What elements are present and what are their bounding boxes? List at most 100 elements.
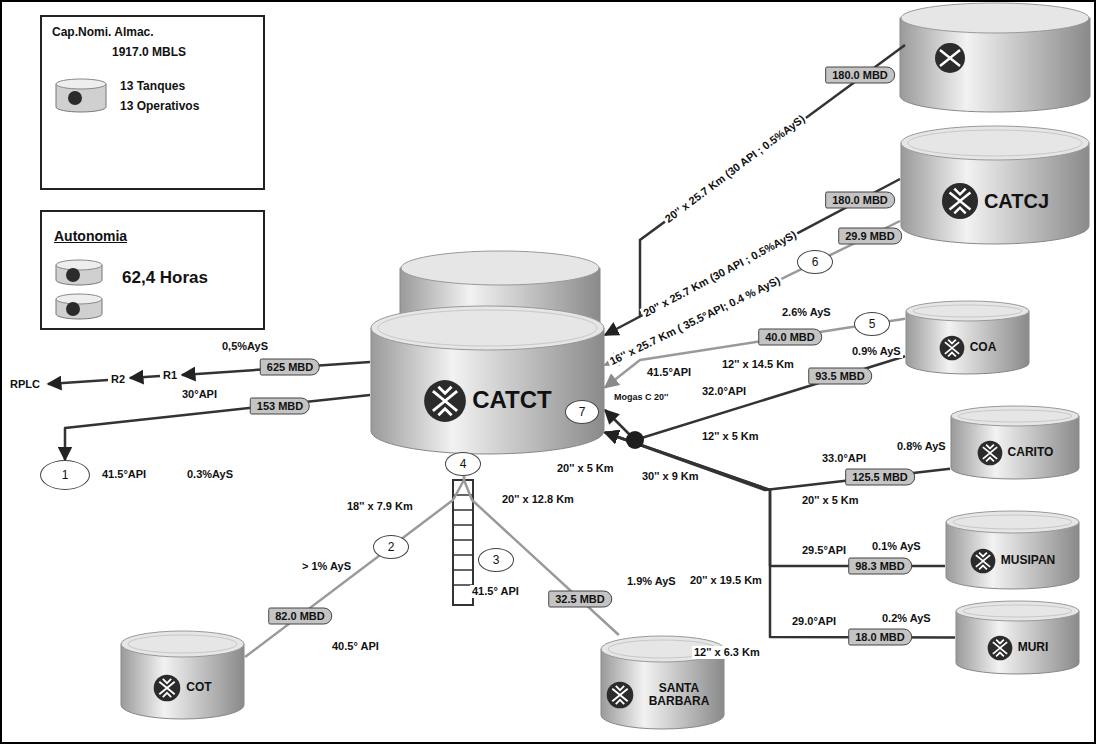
pipeline-note: 33.0°API: [820, 452, 868, 465]
pipeline-note: 32.0°API: [700, 385, 748, 398]
tank-icon-holder: [54, 77, 108, 117]
pipeline-note: 12'' x 6.3 Km: [692, 646, 762, 659]
box-heading: Cap.Nomi. Almac.: [52, 25, 154, 39]
pipeline-note: 20'' x 25.7 Km (30 API ; 0.5%AyS): [661, 111, 809, 227]
company-logo: [987, 635, 1013, 661]
tank-name: COA: [970, 341, 997, 354]
info-box: Cap.Nomi. Almac.1917.0 MBLS13 Tanques13 …: [40, 15, 265, 190]
junction-dot: [626, 431, 644, 449]
tank-name: CATCT: [472, 387, 552, 413]
callout-number: 1: [40, 460, 90, 490]
pipeline-note: 20'' x 19.5 Km: [688, 574, 764, 587]
callout-text: 6: [812, 255, 819, 269]
pipeline-connector: [605, 179, 900, 335]
pipeline-note: 41.5°API: [645, 366, 693, 379]
pipeline-note: 0.8% AyS: [895, 440, 948, 453]
flow-rate: 125.5 MBD: [845, 469, 915, 486]
flow-rate: 32.5 MBD: [548, 591, 612, 608]
box-text: 62,4 Horas: [122, 268, 208, 288]
tank-shape: [905, 300, 1030, 375]
pipeline-note: 20'' x 12.8 Km: [500, 493, 576, 506]
pipeline-note: 30°API: [180, 388, 219, 401]
pipeline-connector: [605, 433, 950, 491]
callout-number: 5: [854, 312, 890, 336]
flow-rate: 180.0 MBD: [825, 67, 895, 84]
callout-text: 5: [869, 317, 876, 331]
pipeline-note: 30'' x 9 Km: [640, 470, 701, 483]
tank-label-area: MUSIPAN: [945, 532, 1080, 590]
tank-label-area: CATCJ: [900, 157, 1090, 245]
flow-rate: 93.5 MBD: [808, 368, 872, 385]
pipeline-note: 0.3%AyS: [185, 468, 235, 481]
pipeline-connector: [464, 455, 619, 635]
tank-icon: [54, 258, 104, 286]
tank-name: CATCJ: [984, 190, 1049, 212]
pipeline-note: Mogas C 20'': [612, 392, 670, 403]
pipeline-note: 18'' x 7.9 Km: [345, 500, 415, 513]
pipeline-note: 12'' x 5 Km: [700, 430, 761, 443]
pipeline-note: 20'' x 5 Km: [555, 462, 616, 475]
flow-rate: 40.0 MBD: [758, 329, 822, 346]
pipeline-note: 40.5° API: [330, 640, 381, 653]
pipeline-note: 20'' x 5 Km: [800, 494, 861, 507]
tank-label-area: MURI: [955, 620, 1080, 675]
pipeline-note: 0.1% AyS: [870, 540, 923, 553]
pipeline: [48, 380, 108, 384]
tank-shape: [950, 405, 1080, 480]
callout-number: 6: [797, 250, 833, 274]
company-logo: [939, 335, 965, 361]
storage-tank: CATCT: [370, 305, 605, 455]
pipeline-note: RPLC: [8, 378, 42, 391]
pipeline-note: R1: [161, 369, 179, 382]
pipeline-note: 29.5°API: [800, 544, 848, 557]
tank-label-area: SANTA BARBARA: [600, 660, 725, 730]
flow-rate: 625 MBD: [260, 359, 320, 376]
info-box: Autonomia 62,4 Horas: [40, 210, 265, 330]
pipeline-note: 0,5%AyS: [220, 340, 270, 353]
tank-name: MUSIPAN: [1001, 554, 1055, 567]
tank-shape: [945, 510, 1080, 590]
storage-tank: MURI: [955, 600, 1080, 675]
callout-text: 1: [62, 468, 69, 482]
pipeline-note: 29.0°API: [790, 615, 838, 628]
flow-rate: 153 MBD: [250, 398, 310, 415]
company-logo: [970, 548, 996, 574]
flow-rate: 98.3 MBD: [848, 558, 912, 575]
tank-label-area: COA: [905, 320, 1030, 375]
tank-icon: [54, 292, 104, 320]
box-text: 13 Tanques: [120, 79, 185, 93]
pipeline-connector: [605, 433, 955, 638]
tank-shape: [955, 600, 1080, 675]
company-logo: [977, 440, 1003, 466]
tank-name: SANTA BARBARA: [639, 682, 719, 708]
box-heading: Autonomia: [54, 228, 127, 244]
company-logo: [153, 674, 181, 702]
tank-label-area: CATCT: [370, 346, 605, 455]
tank-name: COT: [186, 681, 211, 694]
flow-rate: 29.9 MBD: [838, 228, 902, 245]
tank-icon-holder: [54, 258, 104, 290]
storage-tank: CARITO: [950, 405, 1080, 480]
pipeline-connector: [245, 455, 464, 657]
tank-name: CARITO: [1008, 446, 1054, 459]
storage-tank: COT: [120, 630, 245, 720]
flow-rate: 18.0 MBD: [848, 629, 912, 646]
pipeline-connector: [65, 395, 370, 460]
storage-tank: COA: [905, 300, 1030, 375]
tank-label-area: COT: [120, 655, 245, 720]
pipeline-note: > 1% AyS: [300, 560, 353, 573]
company-logo: [606, 681, 634, 709]
storage-tank: CATCJ: [900, 125, 1090, 245]
flow-rate: 180.0 MBD: [825, 192, 895, 209]
tank-label-area: CARITO: [950, 425, 1080, 480]
callout-number: 7: [565, 400, 599, 424]
upper-tank: [900, 3, 1090, 112]
pipeline-note: 0.9% AyS: [850, 345, 903, 358]
callout-number: 2: [373, 535, 409, 559]
pipeline-note: 12'' x 14.5 Km: [720, 358, 796, 371]
callout-text: 7: [579, 405, 586, 419]
company-logo: [941, 182, 979, 220]
box-text: 13 Operativos: [120, 99, 199, 113]
pipeline-connector: [605, 356, 905, 440]
